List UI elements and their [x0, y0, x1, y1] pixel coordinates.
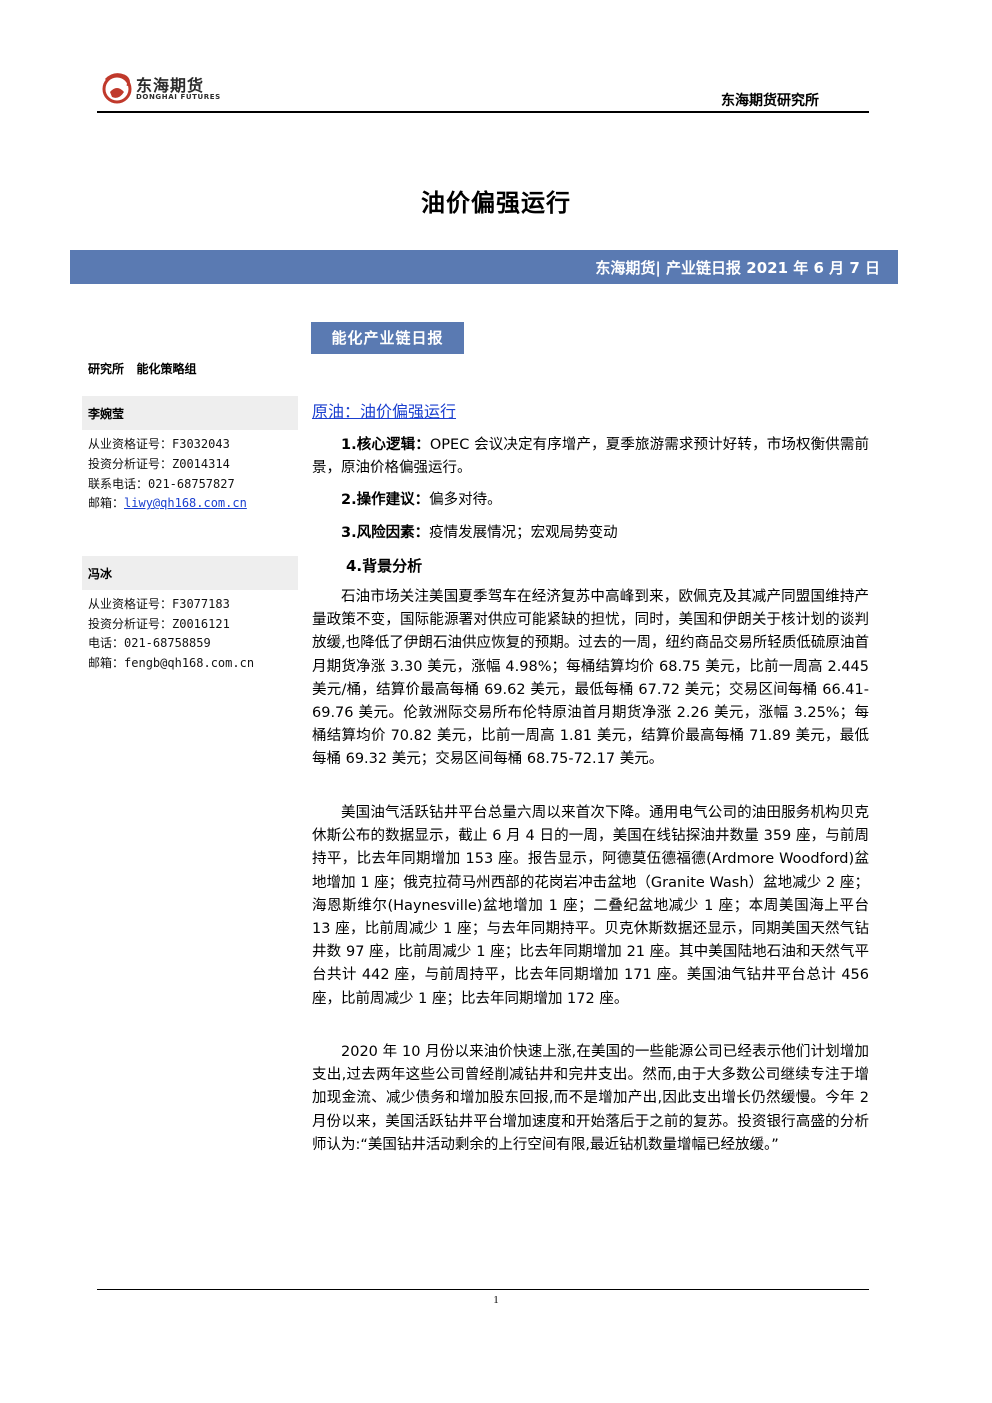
analyst-phone: 联系电话：021-68757827: [88, 477, 235, 491]
item-text: 疫情发展情况；宏观局势变动: [429, 525, 618, 541]
section-heading-link[interactable]: 原油：油价偏强运行: [312, 402, 457, 421]
footer-divider: [97, 1289, 869, 1290]
page-number: 1: [493, 1294, 499, 1306]
analyst-name: 冯冰: [88, 567, 113, 581]
item-operation-advice: 2.操作建议：偏多对待。: [312, 489, 869, 512]
body-paragraph: 2020 年 10 月份以来油价快速上涨,在美国的一些能源公司已经表示他们计划增…: [312, 1044, 869, 1153]
analyst-qual-cert: 从业资格证号：F3077183: [88, 597, 230, 611]
email-link[interactable]: liwy@qh168.com.cn: [124, 496, 247, 510]
item-label: 1.核心逻辑：: [341, 437, 430, 453]
email-label: 邮箱：: [88, 496, 125, 510]
background-heading: 4.背景分析: [346, 557, 423, 575]
body-paragraph: 美国油气活跃钻井平台总量六周以来首次下降。通用电气公司的油田服务机构贝克休斯公布…: [312, 805, 869, 1007]
item-risk-factors: 3.风险因素：疫情发展情况；宏观局势变动: [312, 522, 869, 545]
banner-text: 东海期货| 产业链日报 2021 年 6 月 7 日: [595, 259, 880, 277]
header-divider: [97, 111, 869, 113]
dragon-logo-icon: [102, 73, 132, 104]
item-core-logic: 1.核心逻辑：OPEC 会议决定有序增产，夏季旅游需求预计好转，市场权衡供需前景…: [312, 434, 869, 480]
section-tab: 能化产业链日报: [311, 322, 464, 354]
logo-text-cn: 东海期货: [136, 76, 205, 95]
item-text: OPEC 会议决定有序增产，夏季旅游需求预计好转，市场权衡供需前景，原油价格偏强…: [312, 437, 869, 477]
item-label: 2.操作建议：: [341, 492, 430, 508]
sidebar-department: 研究所 能化策略组: [88, 362, 197, 376]
analyst-header: 冯冰: [82, 556, 298, 590]
analyst-invest-cert: 投资分析证号：Z0016121: [88, 617, 230, 631]
document-title: 油价偏强运行: [421, 189, 571, 217]
analyst-phone: 电话：021-68758859: [88, 636, 211, 650]
company-logo: 东海期货 DONGHAI FUTURES: [100, 70, 230, 106]
logo-text-en: DONGHAI FUTURES: [136, 93, 221, 101]
analyst-invest-cert: 投资分析证号：Z0014314: [88, 457, 230, 471]
institute-name: 东海期货研究所: [721, 93, 819, 109]
item-label: 3.风险因素：: [341, 525, 430, 541]
analyst-email-row: 邮箱：liwy@qh168.com.cn: [88, 494, 247, 511]
analyst-header: 李婉莹: [82, 396, 298, 430]
analyst-qual-cert: 从业资格证号：F3032043: [88, 437, 230, 451]
analyst-email-row: 邮箱：fengb@qh168.com.cn: [88, 654, 254, 671]
analyst-name: 李婉莹: [88, 407, 125, 421]
report-banner: 东海期货| 产业链日报 2021 年 6 月 7 日: [70, 250, 898, 284]
email-label: 邮箱：: [88, 656, 125, 670]
item-text: 偏多对待。: [429, 492, 502, 508]
body-paragraph: 石油市场关注美国夏季驾车在经济复苏中高峰到来，欧佩克及其减产同盟国维持产量政策不…: [312, 589, 869, 768]
email-address: fengb@qh168.com.cn: [124, 656, 255, 670]
